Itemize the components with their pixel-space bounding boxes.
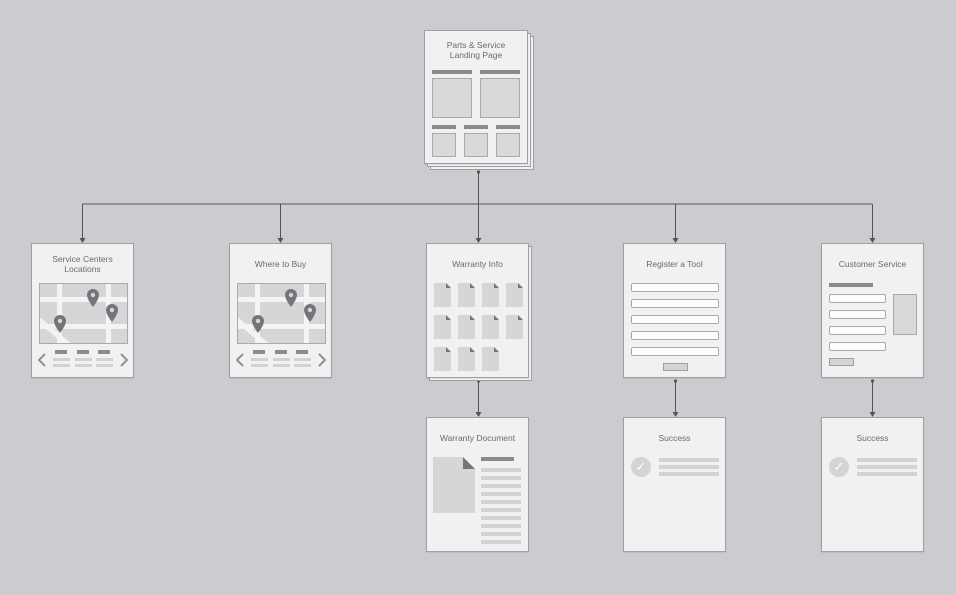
- wireframe-heading-bar: [275, 350, 287, 354]
- document-icon: [506, 315, 523, 339]
- wireframe-heading-bar: [432, 125, 456, 129]
- document-icon: [458, 315, 475, 339]
- form-field: [829, 326, 886, 335]
- customer-service-card[interactable]: Customer Service: [821, 243, 924, 378]
- document-icon: [458, 347, 475, 371]
- form-field: [631, 331, 719, 340]
- text-line: [481, 516, 521, 520]
- map-pin-icon: [106, 304, 118, 322]
- document-icon: [458, 283, 475, 307]
- form-field: [631, 299, 719, 308]
- form-field: [631, 315, 719, 324]
- where-to-buy-card[interactable]: Where to Buy: [229, 243, 332, 378]
- document-icon: [482, 347, 499, 371]
- success-register-title: Success: [658, 433, 691, 443]
- wireframe-heading-bar: [77, 350, 89, 354]
- wireframe-image-block: [496, 133, 520, 157]
- document-icon: [434, 347, 451, 371]
- wireframe-heading-bar: [464, 125, 488, 129]
- document-icon: [434, 283, 451, 307]
- form-field: [829, 310, 886, 319]
- warranty-info-title: Warranty Info: [452, 259, 503, 269]
- wireframe-heading-bar: [829, 283, 873, 287]
- text-line: [481, 468, 521, 472]
- customer-service-title: Customer Service: [838, 259, 907, 269]
- text-line: [481, 508, 521, 512]
- wireframe-heading-bar: [55, 350, 67, 354]
- wireframe-image-block: [893, 294, 917, 335]
- submit-button-placeholder: [663, 363, 688, 371]
- chevron-right-icon: [120, 353, 128, 367]
- where-to-buy-title: Where to Buy: [254, 259, 307, 269]
- chevron-left-icon: [38, 353, 46, 367]
- text-line: [481, 532, 521, 536]
- wireframe-heading-bar: [253, 350, 265, 354]
- map-pin-icon: [304, 304, 316, 322]
- form-field: [631, 347, 719, 356]
- warranty-document-title: Warranty Document: [439, 433, 516, 443]
- wireframe-heading-bar: [432, 70, 472, 74]
- form-field: [829, 294, 886, 303]
- text-line: [481, 524, 521, 528]
- submit-button-placeholder: [829, 358, 854, 366]
- text-line: [481, 540, 521, 544]
- map-pin-icon: [285, 289, 297, 307]
- service-centers-title: Service Centers Locations: [52, 254, 113, 274]
- register-tool-title: Register a Tool: [646, 259, 703, 269]
- text-line: [481, 476, 521, 480]
- success-service-title: Success: [856, 433, 889, 443]
- document-icon: [482, 283, 499, 307]
- checkmark-icon: ✓: [631, 457, 651, 477]
- warranty-document-card[interactable]: Warranty Document: [426, 417, 529, 552]
- wireframe-heading-bar: [296, 350, 308, 354]
- document-icon: [506, 283, 523, 307]
- service-centers-card[interactable]: Service Centers Locations: [31, 243, 134, 378]
- wireframe-image-block: [432, 78, 472, 118]
- text-line: [481, 484, 521, 488]
- wireframe-heading-bar: [98, 350, 110, 354]
- wireframe-image-block: [464, 133, 488, 157]
- document-icon: [482, 315, 499, 339]
- checkmark-icon: ✓: [829, 457, 849, 477]
- wireframe-image-block: [432, 133, 456, 157]
- document-icon: [433, 457, 475, 513]
- map-pin-icon: [252, 315, 264, 333]
- wireframe-heading-bar: [480, 70, 520, 74]
- root-landing-page-card[interactable]: Parts & Service Landing Page: [424, 30, 528, 164]
- map-thumbnail: [237, 283, 326, 344]
- wireframe-image-block: [480, 78, 520, 118]
- map-pin-icon: [54, 315, 66, 333]
- register-tool-card[interactable]: Register a Tool: [623, 243, 726, 378]
- warranty-info-card[interactable]: Warranty Info: [426, 243, 529, 378]
- chevron-left-icon: [236, 353, 244, 367]
- text-line: [481, 500, 521, 504]
- map-thumbnail: [39, 283, 128, 344]
- form-field: [631, 283, 719, 292]
- map-pin-icon: [87, 289, 99, 307]
- wireframe-heading-bar: [496, 125, 520, 129]
- success-service-card[interactable]: Success ✓: [821, 417, 924, 552]
- form-field: [829, 342, 886, 351]
- text-line: [481, 492, 521, 496]
- chevron-right-icon: [318, 353, 326, 367]
- root-title: Parts & Service Landing Page: [446, 40, 506, 60]
- document-icon: [434, 315, 451, 339]
- success-register-card[interactable]: Success ✓: [623, 417, 726, 552]
- wireframe-heading-bar: [481, 457, 514, 461]
